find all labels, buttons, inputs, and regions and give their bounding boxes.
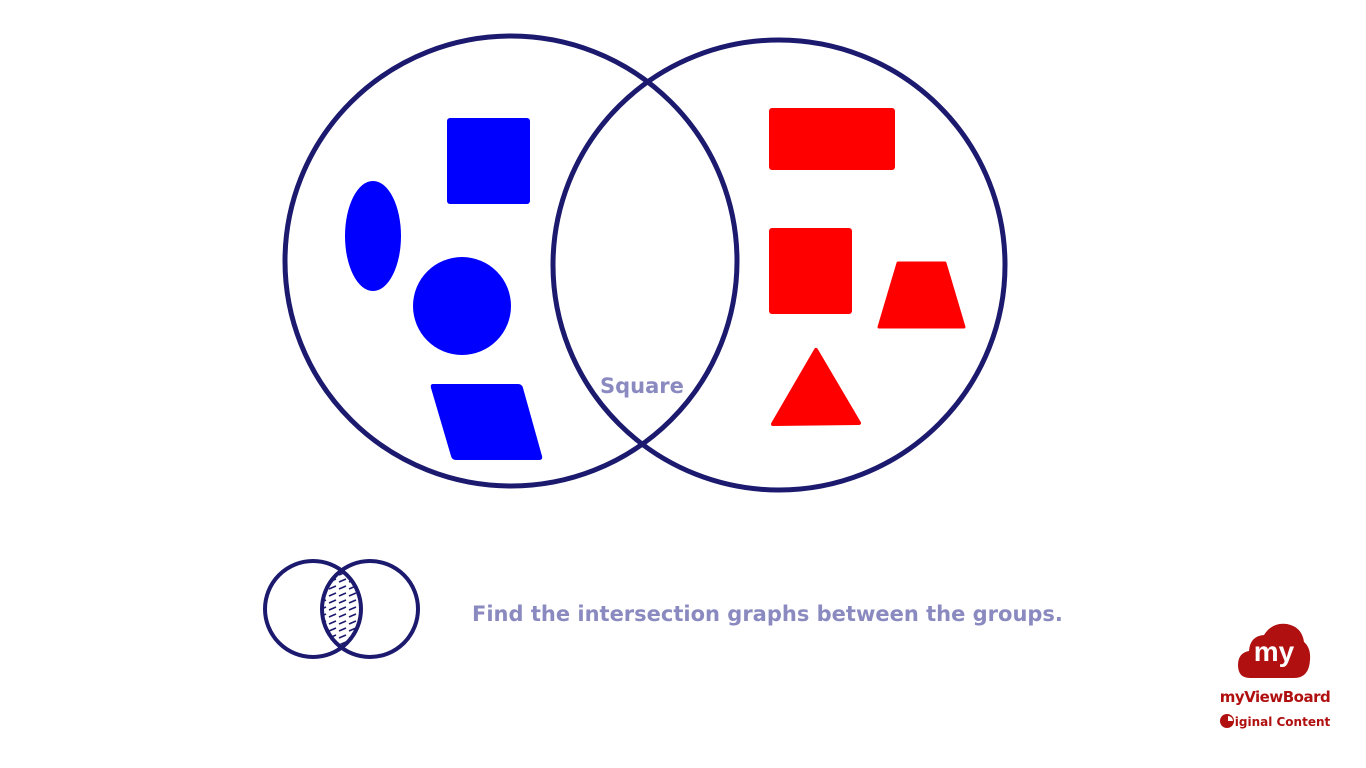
logo-text: my: [1254, 636, 1295, 667]
blue-parallelogram-shape[interactable]: [430, 384, 543, 460]
brand-name: myViewBoard: [1219, 688, 1331, 706]
right-group-circle: [550, 37, 1008, 493]
brand-logo: my myViewBoard iginal Content: [1212, 620, 1338, 740]
brand-subtitle: iginal Content: [1212, 714, 1338, 729]
blue-square-shape[interactable]: [447, 118, 530, 204]
instruction-text: Find the intersection graphs between the…: [472, 602, 1063, 626]
red-rectangle-shape[interactable]: [769, 108, 895, 170]
blue-ellipse-shape[interactable]: [345, 181, 401, 291]
red-triangle-shape[interactable]: [771, 348, 861, 426]
venn-diagram: [282, 33, 1008, 493]
red-trapezoid-shape[interactable]: [877, 261, 966, 329]
red-square-shape[interactable]: [769, 228, 852, 314]
left-group-circle: [282, 33, 740, 489]
cloud-logo-icon: my: [1238, 623, 1311, 678]
intersection-label: Square: [600, 374, 684, 398]
intersection-hint-icon: [263, 559, 420, 659]
blue-circle-shape[interactable]: [413, 257, 511, 355]
original-content-icon: [1219, 714, 1234, 728]
brand-subtitle-text: iginal Content: [1234, 715, 1331, 729]
